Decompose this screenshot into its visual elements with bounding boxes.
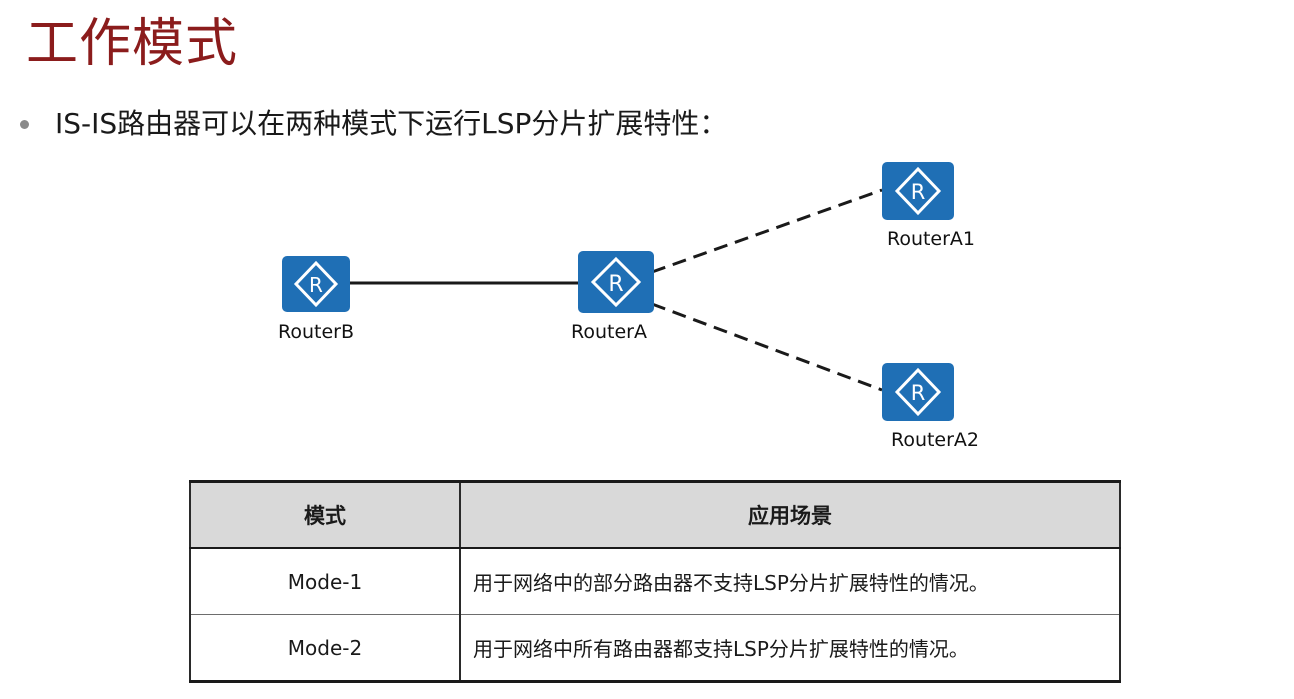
cell-mode: Mode-2 (189, 614, 461, 683)
cell-scenario: 用于网络中所有路由器都支持LSP分片扩展特性的情况。 (459, 614, 1121, 683)
router-glyph: R (608, 272, 623, 297)
bullet-dot-icon (20, 119, 29, 129)
table-row: Mode-1 用于网络中的部分路由器不支持LSP分片扩展特性的情况。 (189, 547, 1121, 615)
page-title: 工作模式 (26, 14, 239, 74)
router-label-routera2: RouterA2 (890, 429, 980, 451)
mode-table: 模式 应用场景 Mode-1 用于网络中的部分路由器不支持LSP分片扩展特性的情… (189, 480, 1121, 683)
router-icon[interactable]: R (882, 162, 954, 220)
table-row: Mode-2 用于网络中所有路由器都支持LSP分片扩展特性的情况。 (189, 614, 1121, 683)
router-label-routera1: RouterA1 (886, 228, 976, 250)
router-glyph: R (911, 180, 926, 204)
link-routera-routera1 (651, 188, 883, 274)
router-icon[interactable]: R (282, 256, 350, 312)
router-icon[interactable]: R (578, 251, 654, 313)
bullet-item: IS-IS路由器可以在两种模式下运行LSP分片扩展特性： (20, 98, 727, 146)
header-mode: 模式 (189, 480, 461, 549)
router-label-routera: RouterA (571, 321, 647, 343)
cell-mode: Mode-1 (189, 547, 461, 615)
router-icon[interactable]: R (882, 363, 954, 421)
link-routera-routera2 (651, 302, 883, 392)
router-glyph: R (911, 381, 926, 405)
header-scenario: 应用场景 (459, 480, 1121, 549)
bullet-text: IS-IS路由器可以在两种模式下运行LSP分片扩展特性： (55, 107, 728, 140)
table-header-row: 模式 应用场景 (189, 480, 1121, 549)
cell-scenario: 用于网络中的部分路由器不支持LSP分片扩展特性的情况。 (459, 547, 1121, 615)
router-label-routerb: RouterB (278, 321, 354, 343)
router-glyph: R (309, 273, 323, 297)
